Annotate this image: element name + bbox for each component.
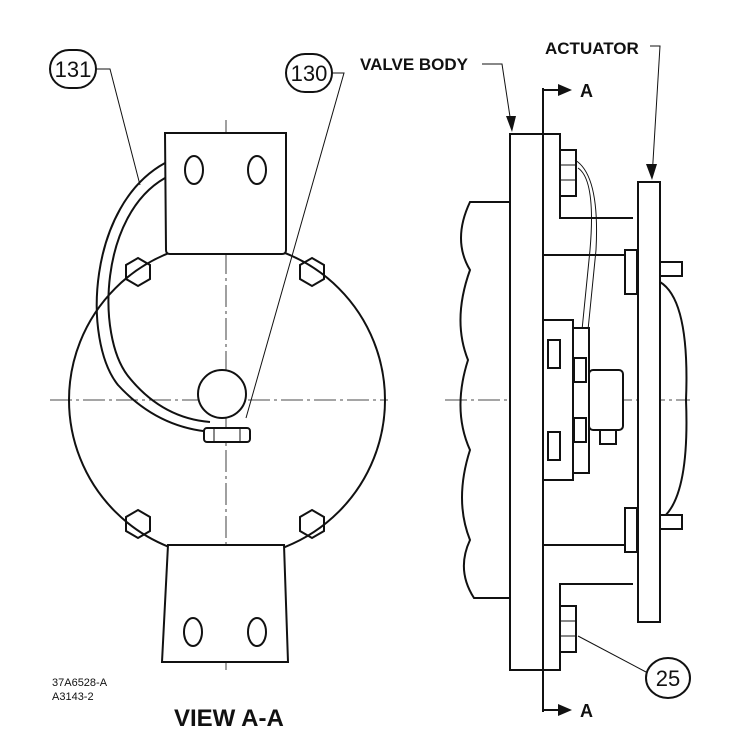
callout-131: 131 (55, 57, 92, 82)
cable-loop-inner (107, 177, 211, 423)
stud (659, 514, 683, 530)
valve-body-label: VALVE BODY (360, 55, 469, 74)
drawing-number-2: A3143-2 (52, 691, 94, 703)
standoff (624, 249, 638, 295)
view-a-a: 131 130 (49, 49, 388, 672)
section-arrow-top (558, 84, 572, 96)
leader-130 (245, 72, 345, 419)
bottom-flange (543, 583, 633, 671)
standoff (624, 507, 638, 553)
side-cable (574, 159, 597, 331)
hex-bolt (299, 256, 325, 288)
leader-131 (96, 68, 141, 186)
bracket-hole (247, 155, 267, 185)
pin-knob (197, 369, 247, 419)
callout-25-bubble (645, 657, 691, 699)
hex-bolt (125, 256, 151, 288)
coupling-pin (599, 429, 617, 445)
bracket-hole (247, 617, 267, 647)
drawing-number-1: 37A6528-A (52, 677, 108, 689)
bracket-hole (184, 155, 204, 185)
callout-130: 130 (291, 61, 328, 86)
stem-plate (572, 327, 590, 474)
lower-bracket (160, 544, 290, 663)
coupling (588, 369, 624, 431)
upper-bracket (163, 132, 287, 255)
section-label-top: A (580, 81, 593, 101)
callout-25: 25 (656, 666, 680, 691)
actuator-label: ACTUATOR (545, 39, 639, 58)
top-bolt (559, 149, 577, 197)
leader-valve-body (482, 63, 513, 131)
hex-bolt (125, 508, 151, 540)
cable-loop-outer (95, 162, 213, 433)
valve-body-plate (509, 133, 544, 671)
leader-actuator (650, 45, 661, 179)
section-arrow-bottom (558, 704, 572, 716)
pipe-break (459, 201, 512, 599)
pin-clamp (203, 427, 251, 443)
actuator-dome (659, 281, 688, 521)
stud (659, 261, 683, 277)
section-label-bottom: A (580, 701, 593, 721)
leader-25 (577, 635, 647, 673)
hex-bolt (299, 508, 325, 540)
view-title: VIEW A-A (174, 705, 284, 732)
bracket-hole (183, 617, 203, 647)
actuator-plate (637, 181, 661, 623)
side-view: VALVE BODY ACTUATOR A A 25 (360, 39, 691, 721)
bottom-bolt (559, 605, 577, 653)
